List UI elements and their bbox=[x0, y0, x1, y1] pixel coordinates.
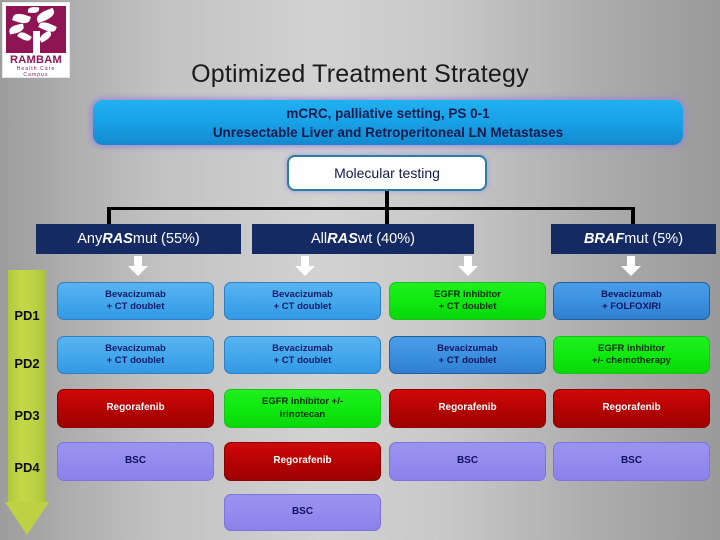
treatment-r1c4-line1: Bevacizumab bbox=[601, 288, 662, 300]
logo-tagline: Health Care Campus bbox=[16, 66, 56, 78]
treatment-r3c3-line1: Regorafenib bbox=[438, 402, 497, 414]
treatment-box-r1c3: EGFR inhibitor + CT doublet bbox=[389, 282, 546, 320]
down-arrow-icon-column-2 bbox=[295, 256, 315, 276]
treatment-r1c2-line2: + CT doublet bbox=[273, 301, 332, 312]
treatment-box-r3c3: Regorafenib bbox=[389, 389, 546, 428]
progression-label-pd1: PD1 bbox=[14, 308, 40, 323]
treatment-r1c4-line2: + FOLFOXIRI bbox=[602, 301, 661, 312]
treatment-box-r3c2: EGFR inhibitor +/- irinotecan bbox=[224, 389, 381, 428]
progression-label-pd2: PD2 bbox=[14, 356, 40, 371]
rambam-logo: RAMBAM Health Care Campus bbox=[2, 2, 70, 78]
treatment-r5c2-line1: BSC bbox=[291, 506, 314, 518]
group-header-2-gene: RAS bbox=[327, 231, 358, 247]
treatment-box-r3c4: Regorafenib bbox=[553, 389, 710, 428]
treatment-r3c2-line2: irinotecan bbox=[279, 408, 326, 420]
progression-arrow-icon bbox=[5, 270, 49, 535]
group-header-1-prefix: Any bbox=[77, 231, 103, 247]
banner-line-2: Unresectable Liver and Retroperitoneal L… bbox=[212, 124, 564, 140]
treatment-r2c2-line2: + CT doublet bbox=[273, 355, 332, 366]
treatment-box-r4c2: Regorafenib bbox=[224, 442, 381, 481]
connector-stem-top bbox=[385, 191, 389, 209]
group-header-3-gene: BRAF bbox=[583, 231, 625, 247]
treatment-r2c1-line2: + CT doublet bbox=[106, 355, 165, 366]
treatment-r2c4-line1: EGFR inhibitor bbox=[597, 342, 666, 354]
page-title: Optimized Treatment Strategy bbox=[191, 60, 529, 88]
group-header-1-suffix: mut (55%) bbox=[132, 231, 200, 247]
treatment-box-r4c4: BSC bbox=[553, 442, 710, 481]
group-header-1-gene: RAS bbox=[102, 231, 133, 247]
treatment-box-r2c2: Bevacizumab + CT doublet bbox=[224, 336, 381, 374]
treatment-r4c3-line1: BSC bbox=[456, 455, 479, 467]
group-header-3-suffix: mut (5%) bbox=[624, 231, 684, 247]
treatment-r1c2-line1: Bevacizumab bbox=[272, 288, 333, 300]
treatment-r2c4-line2: +/- chemotherapy bbox=[592, 355, 671, 366]
treatment-r3c2-line1: EGFR inhibitor +/- bbox=[261, 396, 343, 407]
connector-drop-3 bbox=[631, 207, 635, 224]
down-arrow-icon-column-1 bbox=[128, 256, 148, 276]
treatment-box-r1c1: Bevacizumab + CT doublet bbox=[57, 282, 214, 320]
tree-icon bbox=[6, 6, 66, 53]
treatment-box-r2c1: Bevacizumab + CT doublet bbox=[57, 336, 214, 374]
connector-drop-2 bbox=[385, 207, 389, 224]
down-arrow-icon-column-3 bbox=[458, 256, 478, 276]
banner-line-1: mCRC, palliative setting, PS 0-1 bbox=[286, 105, 490, 121]
treatment-r1c1-line2: + CT doublet bbox=[106, 301, 165, 312]
progression-label-pd4: PD4 bbox=[14, 460, 40, 475]
treatment-box-r1c2: Bevacizumab + CT doublet bbox=[224, 282, 381, 320]
treatment-r2c2-line1: Bevacizumab bbox=[272, 342, 333, 354]
connector-horizontal-bar bbox=[107, 207, 635, 210]
treatment-r2c3-line1: Bevacizumab bbox=[437, 342, 498, 354]
treatment-box-r2c4: EGFR inhibitor +/- chemotherapy bbox=[553, 336, 710, 374]
treatment-r1c1-line1: Bevacizumab bbox=[105, 288, 166, 300]
logo-wordmark: RAMBAM bbox=[10, 54, 62, 66]
treatment-r4c4-line1: BSC bbox=[620, 455, 643, 467]
treatment-box-r3c1: Regorafenib bbox=[57, 389, 214, 428]
treatment-box-r4c1: BSC bbox=[57, 442, 214, 481]
treatment-box-r4c3: BSC bbox=[389, 442, 546, 481]
treatment-box-r2c3: Bevacizumab + CT doublet bbox=[389, 336, 546, 374]
connector-drop-1 bbox=[107, 207, 111, 224]
treatment-r2c3-line2: + CT doublet bbox=[438, 355, 497, 366]
treatment-r4c1-line1: BSC bbox=[124, 455, 147, 467]
treatment-r3c4-line1: Regorafenib bbox=[602, 402, 661, 414]
progression-label-pd3: PD3 bbox=[14, 408, 40, 423]
treatment-r4c2-line1: Regorafenib bbox=[273, 455, 332, 467]
treatment-box-r5c2: BSC bbox=[224, 494, 381, 531]
group-header-2-suffix: wt (40%) bbox=[357, 231, 415, 247]
group-header-any-ras-mut: Any RAS mut (55%) bbox=[36, 224, 241, 254]
treatment-box-r1c4: Bevacizumab + FOLFOXIRI bbox=[553, 282, 710, 320]
group-header-braf-mut: BRAF mut (5%) bbox=[551, 224, 716, 254]
treatment-r2c1-line1: Bevacizumab bbox=[105, 342, 166, 354]
treatment-r1c3-line2: + CT doublet bbox=[438, 301, 497, 312]
molecular-testing-node: Molecular testing bbox=[287, 155, 487, 191]
down-arrow-icon-column-4 bbox=[621, 256, 641, 276]
treatment-r3c1-line1: Regorafenib bbox=[106, 402, 165, 414]
group-header-all-ras-wt: All RAS wt (40%) bbox=[252, 224, 474, 254]
group-header-2-prefix: All bbox=[311, 231, 328, 247]
patient-population-banner: mCRC, palliative setting, PS 0-1 Unresec… bbox=[93, 100, 683, 145]
treatment-r1c3-line1: EGFR inhibitor bbox=[433, 288, 502, 300]
